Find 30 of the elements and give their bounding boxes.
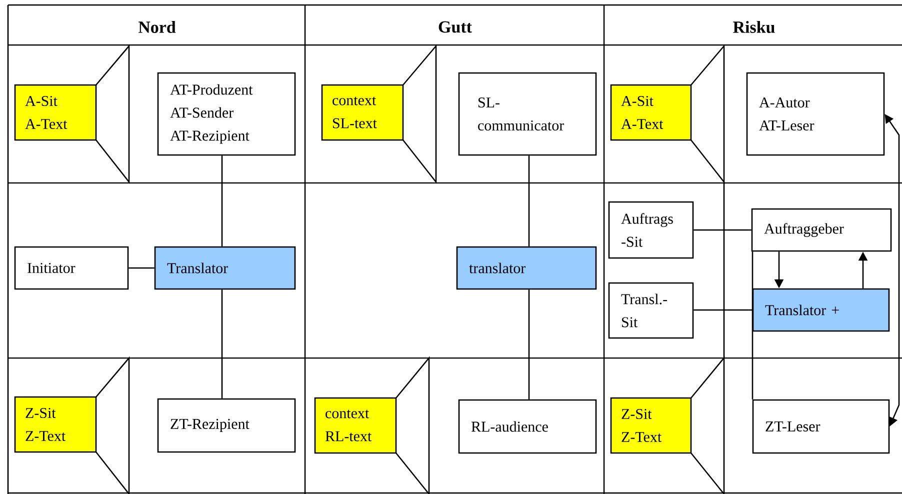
connector [221,156,223,246]
connector [128,267,154,269]
connector [528,290,530,400]
translator-box: Translator + [752,288,890,332]
connector [528,156,530,246]
text-box: Z-Sit Z-Text [610,397,692,454]
text-box: A-Sit A-Text [610,84,692,141]
role-box: ZT-Rezipient [157,398,296,453]
text-box: context SL-text [321,84,404,141]
connector [221,290,223,398]
connector [752,252,754,400]
role-box: SL- communicator [458,72,597,156]
translator-box: Translator [154,246,296,290]
text-box: Z-Sit Z-Text [14,396,97,453]
connector [694,229,752,231]
connector [694,309,752,311]
role-box: ZT-Leser [752,399,890,454]
text-box: A-Sit A-Text [14,84,97,141]
role-box: Auftraggeber [751,208,892,252]
role-box: AT-Produzent AT-Sender AT-Rezipient [157,72,296,156]
translator-box: translator [456,246,597,290]
text-box: context RL-text [314,397,397,454]
column-header: Nord [138,21,176,33]
role-box: Transl.- Sit [608,282,694,339]
column-header: Gutt [438,21,472,33]
role-box: Auftrags -Sit [608,201,694,259]
role-box: RL-audience [458,399,597,454]
role-box: Initiator [14,246,129,290]
column-header: Risku [733,21,775,33]
role-box: A-Autor AT-Leser [746,72,885,156]
